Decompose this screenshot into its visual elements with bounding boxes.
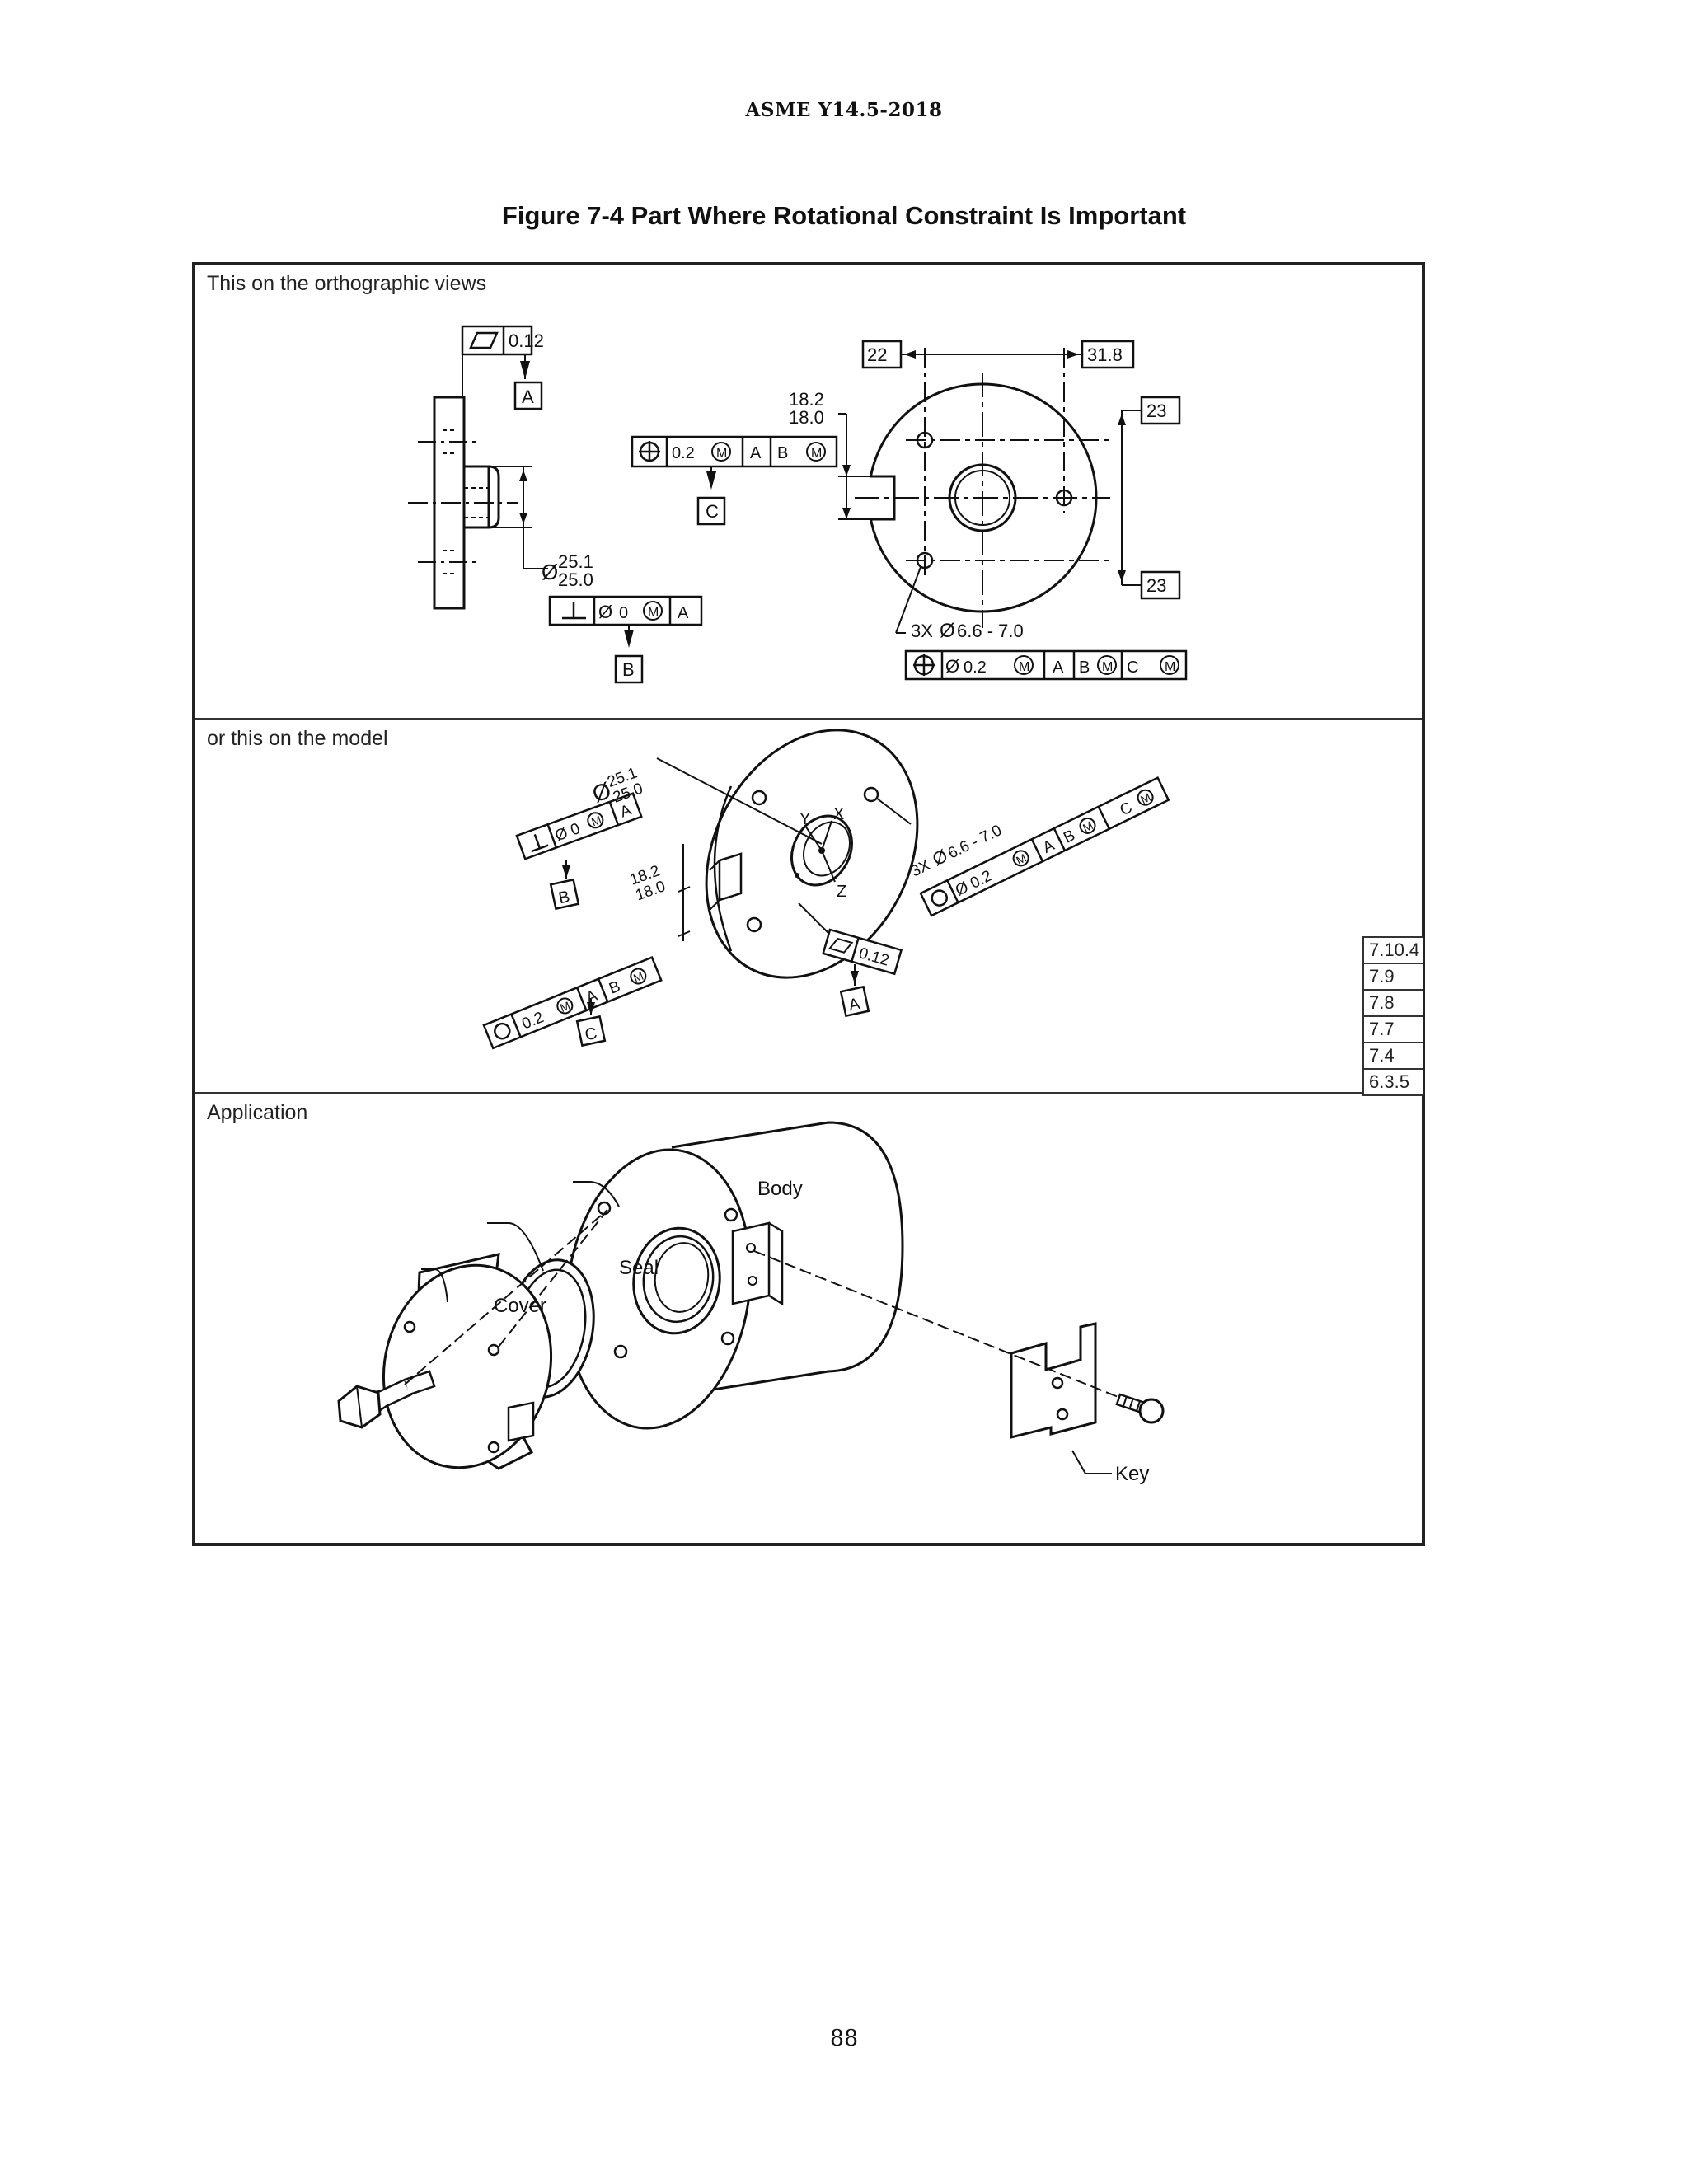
mmc-symbol: M: [811, 447, 822, 461]
model-axis-y: Y: [799, 810, 810, 828]
datum-c-label: C: [706, 501, 719, 522]
mmc-symbol: M: [631, 969, 645, 985]
model-panel: or this on the model: [195, 720, 1423, 1096]
model-datum-b: B: [557, 888, 572, 907]
holes-ref-datum-b: B: [1079, 658, 1090, 677]
mmc-symbol: M: [1019, 660, 1029, 674]
figure-title: Figure 7-4 Part Where Rotational Constra…: [501, 201, 1187, 230]
perp-ref-datum-a: A: [678, 604, 689, 622]
mmc-symbol: M: [716, 447, 727, 461]
reference-list: 7.10.4 7.9 7.8 7.7 7.4 6.3.5: [1362, 936, 1423, 1096]
cover-callout: Cover: [494, 1295, 546, 1317]
basic-dim-23-top: 23: [1146, 401, 1166, 421]
holes-quantity: 3X: [911, 621, 933, 641]
datum-b-label: B: [622, 659, 635, 680]
orthographic-panel-label: This on the orthographic views: [207, 272, 487, 295]
holes-size: 6.6 - 7.0: [957, 621, 1024, 641]
diameter-symbol: Ø: [553, 824, 570, 845]
reference-item: 7.4: [1364, 1043, 1423, 1070]
reference-item: 7.7: [1364, 1017, 1423, 1043]
model-datum-c: C: [584, 1024, 599, 1045]
orthographic-panel: This on the orthographic views: [195, 265, 1422, 720]
model-axis-z: Z: [837, 883, 846, 901]
application-panel-label: Application: [207, 1101, 308, 1124]
mmc-symbol: M: [648, 606, 659, 620]
reference-item: 7.9: [1364, 964, 1423, 991]
slot-width-max: 18.2: [789, 389, 824, 410]
flatness-tolerance: 0.12: [509, 330, 544, 351]
bore-diameter-min: 25.0: [558, 569, 593, 590]
slot-ref-datum-a: A: [750, 444, 762, 462]
model-panel-label: or this on the model: [207, 727, 388, 750]
diameter-symbol: Ø: [542, 560, 558, 584]
slot-width-min: 18.0: [789, 407, 824, 428]
model-datum-a: A: [847, 995, 862, 1015]
reference-item: 6.3.5: [1369, 1071, 1409, 1092]
mmc-symbol: M: [558, 999, 572, 1015]
mmc-symbol: M: [1102, 660, 1113, 674]
diameter-symbol: Ø: [940, 620, 955, 642]
model-drawing: Y X Z Ø 25.1 25.0 Ø 0 M A B 18.2 18.0 0.…: [482, 729, 1170, 1050]
bore-diameter-max: 25.1: [558, 551, 593, 572]
application-drawing: Body Seal Cover Key: [337, 1121, 1165, 1485]
side-view-hub: [462, 465, 490, 529]
key-callout: Key: [1115, 1463, 1149, 1485]
document-header: ASME Y14.5-2018: [745, 99, 943, 121]
mmc-symbol: M: [589, 813, 603, 828]
orthographic-drawing: 0.12 A 22 31.8 23 23 18.2 18.0 0.2 M A B…: [408, 325, 1188, 684]
mmc-symbol: M: [1165, 660, 1175, 674]
seal-callout: Seal: [619, 1257, 659, 1279]
reference-item: 7.8: [1364, 991, 1423, 1017]
application-panel: Application: [195, 1094, 1422, 1543]
datum-a-label: A: [522, 387, 534, 407]
model-axis-x: X: [833, 805, 844, 823]
perpendicularity-tolerance: 0: [619, 604, 628, 622]
basic-dim-22: 22: [867, 344, 887, 365]
basic-dim-31-8: 31.8: [1087, 344, 1123, 365]
figure-frame: This on the orthographic views: [192, 262, 1425, 1546]
holes-position-tolerance: 0.2: [964, 658, 987, 677]
holes-ref-datum-c: C: [1127, 658, 1138, 677]
slot-ref-datum-b: B: [777, 444, 788, 462]
body-callout: Body: [757, 1178, 803, 1200]
diameter-symbol: Ø: [598, 602, 612, 622]
diameter-symbol: Ø: [945, 656, 959, 677]
holes-ref-datum-a: A: [1053, 658, 1064, 677]
basic-dim-23-bottom: 23: [1146, 575, 1166, 596]
reference-item: 7.10.4: [1364, 938, 1423, 964]
slot-position-tolerance: 0.2: [672, 444, 695, 462]
page-number: 88: [829, 2026, 859, 2051]
